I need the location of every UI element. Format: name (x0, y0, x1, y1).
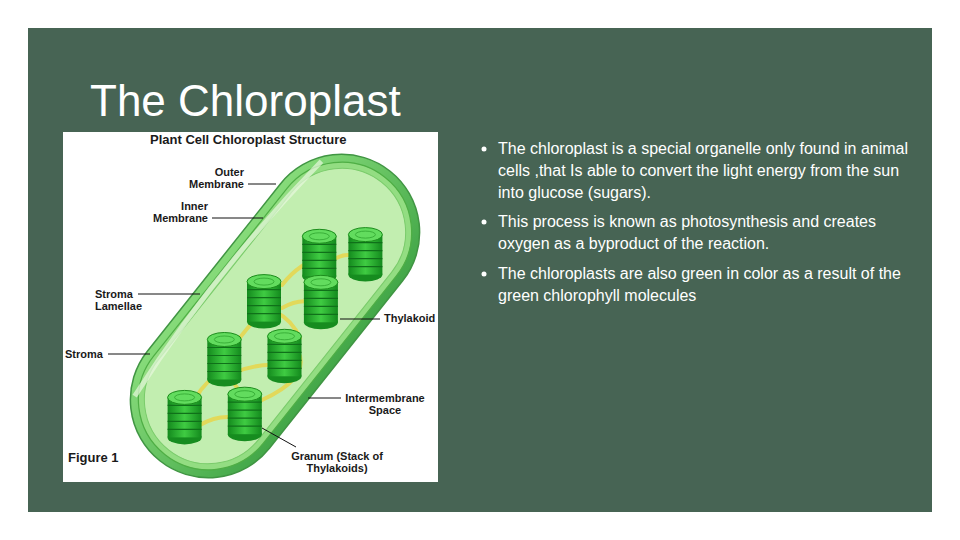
leader-lines (108, 184, 380, 447)
part-label: Stroma Lamellae (95, 288, 155, 312)
bullet-dots (482, 147, 487, 277)
part-label: Intermembrane Space (340, 392, 430, 416)
figure-number: Figure 1 (68, 450, 119, 465)
slide-ground (28, 28, 932, 512)
figure-title: Plant Cell Chloroplast Structure (150, 132, 346, 147)
bullet-text: The chloroplasts are also green in color… (498, 263, 908, 307)
slide-title: The Chloroplast (90, 78, 401, 124)
part-label: Thylakoid (384, 312, 435, 324)
part-label: Outer Membrane (178, 166, 244, 190)
part-label: Inner Membrane (142, 200, 208, 224)
part-label: Granum (Stack of Thylakoids) (272, 450, 402, 474)
chloroplast-illustration (99, 123, 451, 510)
bullet-text: The chloroplast is a special organelle o… (498, 138, 908, 204)
bullet-text: This process is known as photosynthesis … (498, 211, 908, 255)
part-label: Stroma (65, 348, 103, 360)
